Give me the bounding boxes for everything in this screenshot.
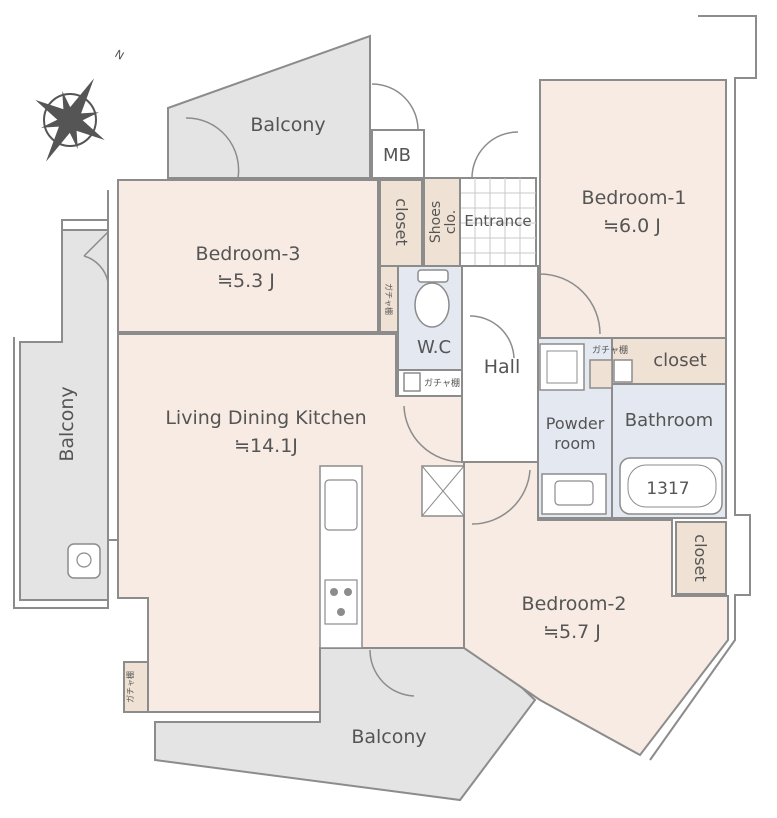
entrance-label: Entrance [464,212,531,230]
balcony-top-label: Balcony [250,114,325,136]
balcony-left-area [19,229,109,601]
ldk-name: Living Dining Kitchen [165,407,366,429]
closet-bed1-label: closet [653,350,706,371]
balcony-top-area [167,34,371,179]
shoes-label-line2: clo. [443,210,459,234]
bedroom1-area-label: ≒6.0 J [603,215,661,237]
bedroom2-area-label: ≒5.7 J [543,621,601,643]
balcony-sink-icon [67,543,101,579]
shelf-wc-bottom-label: ガチャ棚 [424,377,460,389]
bedroom3-area [117,179,379,333]
bedroom1-name: Bedroom-1 [582,187,687,209]
shelf-powder-label: ガチャ棚 [592,344,628,356]
balcony-bottom-label: Balcony [351,726,426,748]
shelf-ldk-area [123,661,149,713]
entrance-area [459,177,537,267]
bedroom1-area [539,79,727,339]
closet-bed2-area [675,521,727,595]
closet-bed3-area [379,179,423,267]
powder-label-line1: Powder [546,414,605,433]
powder-label-line2: room [554,434,595,453]
wc-label: W.C [417,337,451,358]
hall-label: Hall [484,356,521,378]
toilet-icon [414,282,450,328]
shelf-wc-top-area [379,265,399,333]
shoes-label-line1: Shoes [428,201,444,243]
closet-bed3-label: closet [392,198,411,245]
bedroom3-name: Bedroom-3 [196,243,301,265]
bedroom3-area-label: ≒5.3 J [217,270,275,292]
compass-icon [35,78,105,162]
balcony-left-label: Balcony [56,386,78,461]
door-swings [83,83,601,697]
closet-bed2-label: closet [691,534,710,581]
shelf-wc-top-label: ガチャ棚 [384,283,394,315]
ldk-area-label: ≒14.1J [234,435,298,457]
compass-north-label: N [113,47,127,62]
mb-area [371,129,425,179]
bathroom-label: Bathroom [625,410,713,431]
bath-size-label: 1317 [646,479,689,499]
stove-icon [324,579,358,625]
bedroom2-name: Bedroom-2 [522,593,627,615]
shelf-ldk-label: ガチャ棚 [125,671,135,703]
mb-label: MB [383,145,411,166]
sink-icon [324,479,358,531]
